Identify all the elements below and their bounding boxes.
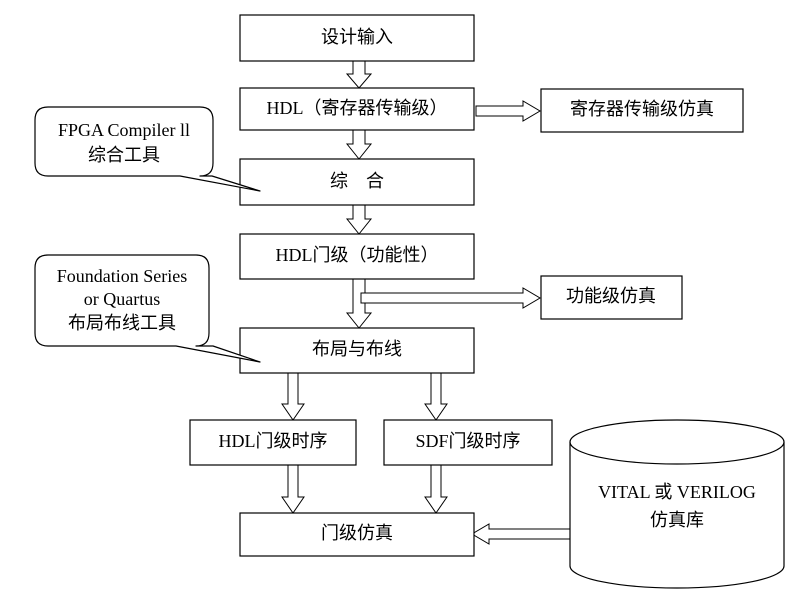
arrow-library-to-gate-sim [471,523,571,545]
synthesis-tool-line1: FPGA Compiler ll [58,120,190,140]
rtl-sim-box: 寄存器传输级仿真 [540,88,744,133]
synthesis-tool-callout: FPGA Compiler ll 综合工具 [34,106,261,192]
arrow-gate-to-place-route [345,278,373,329]
arrow-sdf-timing-to-gate-sim [424,464,448,514]
sim-library-cylinder: VITAL 或 VERILOG 仿真库 [569,419,785,589]
pr-tool-line3: 布局布线工具 [68,313,176,333]
sim-library-line2: 仿真库 [650,510,704,530]
design-input-box: 设计输入 [239,14,475,62]
func-sim-label: 功能级仿真 [566,286,656,306]
gate-sim-box: 门级仿真 [239,512,475,557]
design-input-label: 设计输入 [321,27,393,47]
sdf-gate-timing-box: SDF门级时序 [383,419,553,466]
place-route-box: 布局与布线 [239,327,475,374]
arrow-pr-to-hdl-timing [281,372,305,421]
arrow-gate-to-func-sim [360,287,541,309]
arrow-hdl-to-rtl-sim [475,100,541,122]
place-route-tool-callout: Foundation Series or Quartus 布局布线工具 [34,254,261,363]
func-sim-box: 功能级仿真 [540,275,683,320]
sim-library-line1: VITAL 或 VERILOG [598,482,756,502]
synthesis-box: 综 合 [239,158,475,206]
hdl-rtl-box: HDL（寄存器传输级） [239,87,475,131]
arrow-hdl-to-synthesis [345,129,373,160]
sdf-gate-timing-label: SDF门级时序 [415,431,520,451]
arrow-hdl-timing-to-gate-sim [281,464,305,514]
gate-sim-label: 门级仿真 [321,523,393,543]
pr-tool-line2: or Quartus [84,289,160,309]
pr-tool-line1: Foundation Series [57,266,188,286]
arrow-synthesis-to-gate [345,204,373,235]
synthesis-label: 综 合 [330,171,384,191]
synthesis-tool-line2: 综合工具 [88,145,160,165]
arrow-pr-to-sdf-timing [424,372,448,421]
hdl-gate-timing-box: HDL门级时序 [189,419,357,466]
arrow-input-to-hdl [345,60,373,89]
place-route-label: 布局与布线 [312,339,402,359]
hdl-gate-func-label: HDL门级（功能性） [276,245,439,265]
hdl-gate-timing-label: HDL门级时序 [219,431,328,451]
hdl-gate-func-box: HDL门级（功能性） [239,233,475,280]
rtl-sim-label: 寄存器传输级仿真 [570,99,714,119]
hdl-rtl-label: HDL（寄存器传输级） [267,98,448,118]
